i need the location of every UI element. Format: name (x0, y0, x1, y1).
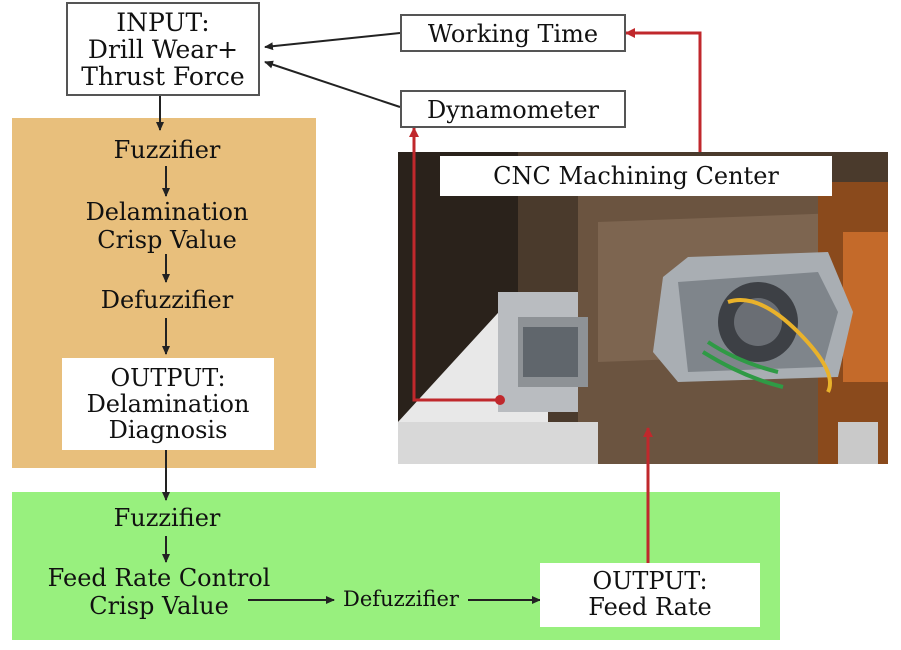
input-line-thrust-force: Thrust Force (81, 62, 245, 91)
cnc-label-box: CNC Machining Center (440, 156, 832, 196)
delamination-output-title: OUTPUT: (110, 364, 226, 392)
red-arrow-cnc-to-working-time (625, 28, 702, 152)
fuzzifier-label-2: Fuzzifier (113, 504, 221, 532)
feed-rate-output-box: OUTPUT: Feed Rate (540, 563, 760, 627)
delamination-output-line-2: Delamination (86, 390, 250, 418)
feed-rate-crisp-label-1: Feed Rate Control (47, 564, 271, 592)
input-title: INPUT: (116, 8, 210, 37)
red-arrow-specimen-to-dynamometer (409, 127, 500, 402)
cnc-machine-photo (398, 152, 888, 464)
defuzzifier-label: Defuzzifier (100, 286, 234, 314)
input-box: INPUT: Drill Wear+ Thrust Force (66, 2, 260, 96)
delamination-output-box: OUTPUT: Delamination Diagnosis (62, 358, 274, 450)
working-time-label: Working Time (427, 20, 599, 48)
input-line-drill-wear: Drill Wear+ (87, 35, 239, 64)
dynamometer-box: Dynamometer (400, 90, 626, 128)
delamination-crisp-label-1: Delamination (85, 198, 249, 226)
feed-rate-output-line-2: Feed Rate (588, 593, 712, 621)
feed-rate-output-title: OUTPUT: (592, 567, 708, 595)
arrow-dynamometer-to-input (264, 60, 401, 108)
defuzzifier-label-2: Defuzzifier (343, 587, 459, 611)
fuzzifier-label: Fuzzifier (113, 136, 221, 164)
cnc-label: CNC Machining Center (493, 162, 779, 190)
delamination-output-line-3: Diagnosis (108, 416, 228, 444)
feed-rate-crisp-label-2: Crisp Value (89, 592, 229, 620)
dynamometer-label: Dynamometer (426, 96, 600, 124)
working-time-box: Working Time (400, 14, 626, 52)
delamination-crisp-label-2: Crisp Value (97, 226, 237, 254)
arrow-working-time-to-input (264, 32, 401, 51)
red-dot-specimen (495, 395, 505, 405)
